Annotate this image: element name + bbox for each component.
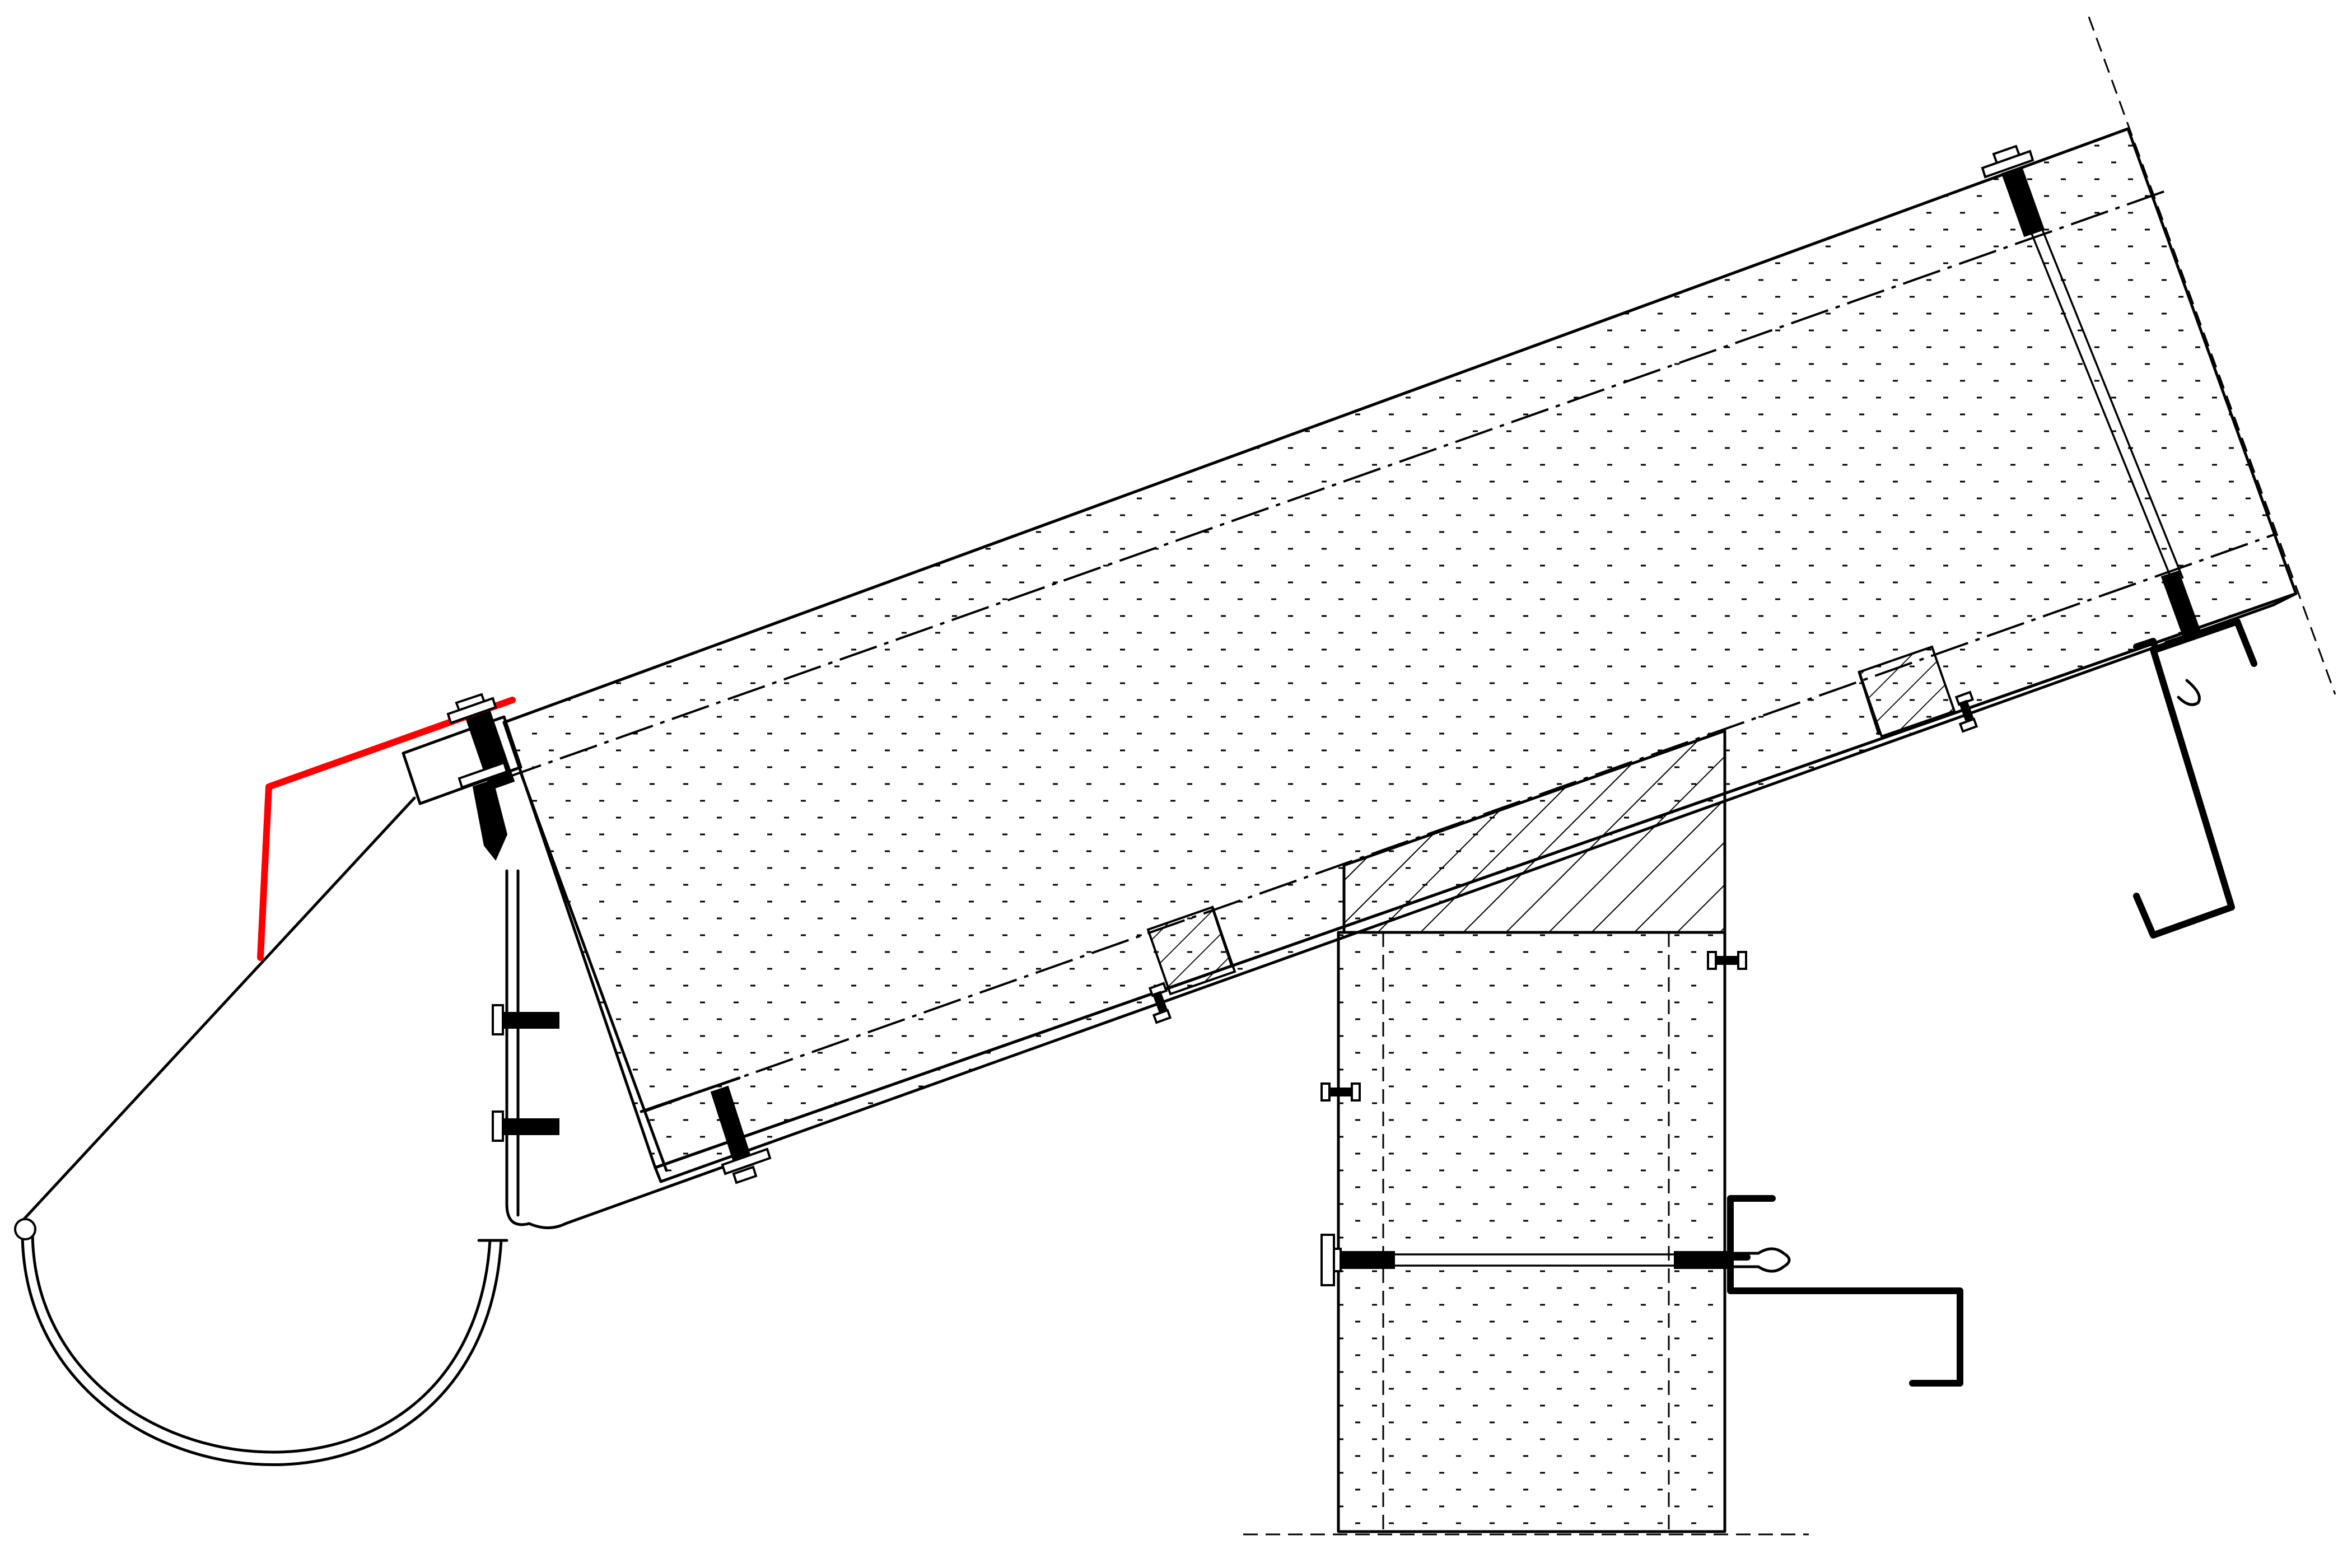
side-rail <box>1727 1195 1963 1387</box>
half-round-gutter <box>14 1218 508 1466</box>
spacer-clip-left <box>1148 982 1172 1024</box>
gutter-bracket <box>505 869 746 1229</box>
bracket-bolts <box>492 1004 559 1142</box>
eave-fixing-bolt <box>446 693 515 861</box>
panel-bottom-fixing <box>710 1085 772 1184</box>
gutter-hanger-strap <box>21 796 416 1222</box>
ridge-fixing-bolt <box>1981 144 2202 640</box>
spacer-clip-right <box>1954 690 1978 733</box>
side-rail-bolt <box>1320 1234 1791 1286</box>
eave-flashing <box>257 697 516 961</box>
spacer-block-left <box>1146 906 1236 996</box>
z-purlin <box>2133 618 2257 939</box>
wall-insulation-panel <box>1243 931 1809 1536</box>
wall-clip-left <box>1320 1082 1361 1102</box>
section-cut-line <box>2088 16 2336 695</box>
wall-clip-right <box>1707 951 1747 970</box>
